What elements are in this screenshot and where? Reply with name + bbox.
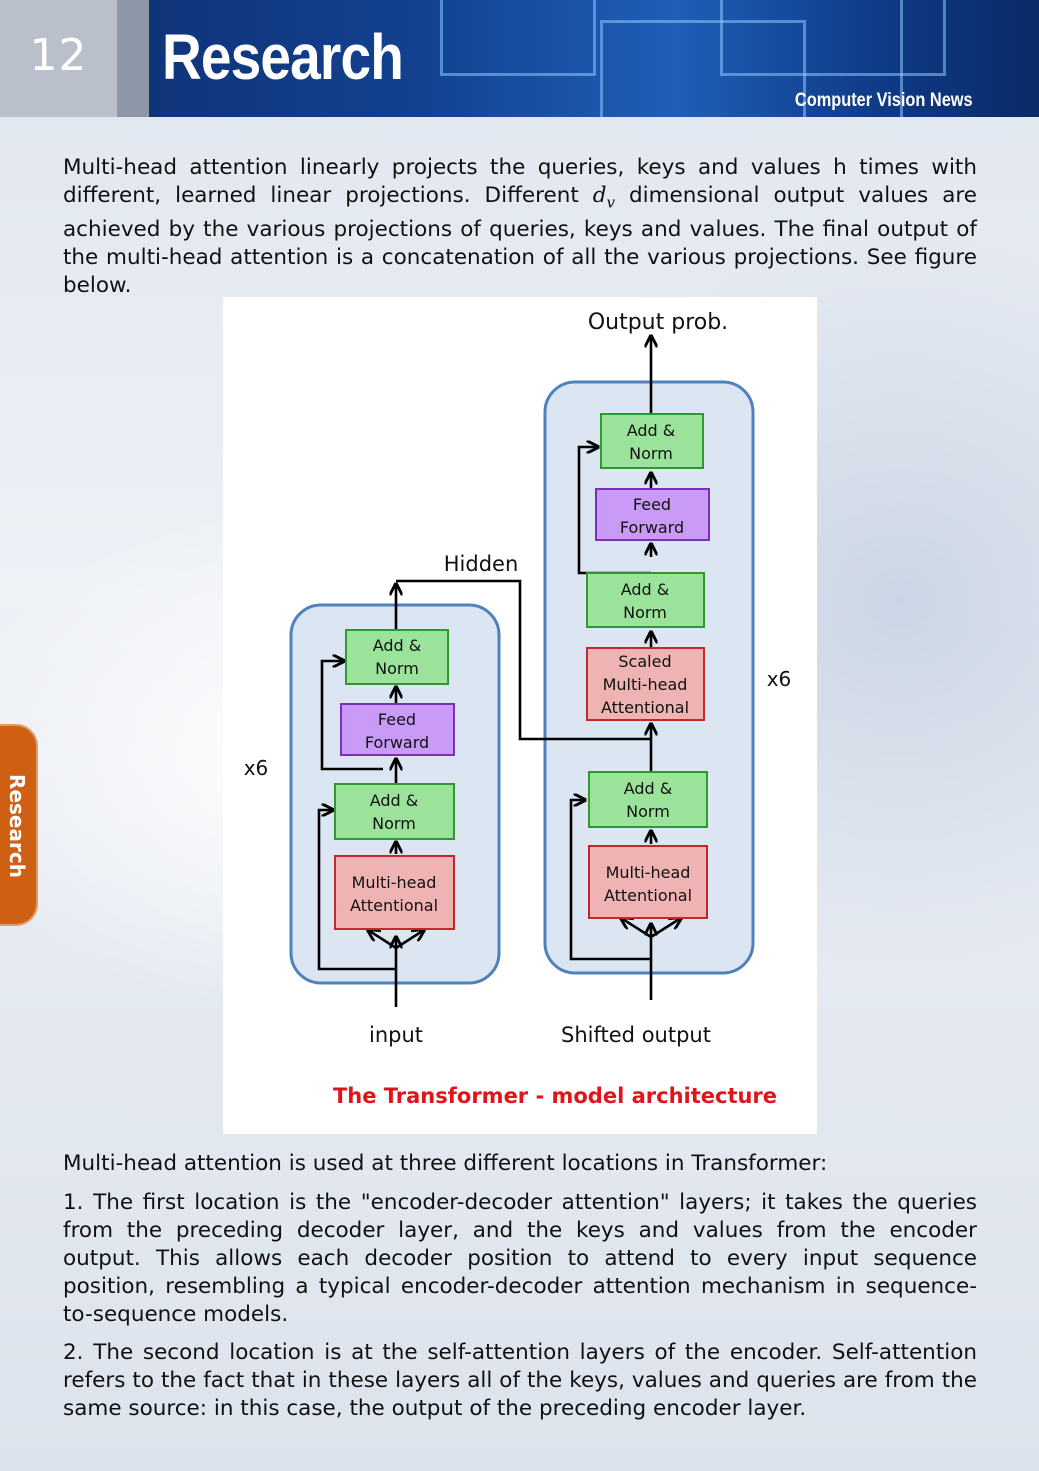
dv-symbol: d — [592, 183, 607, 208]
page-number-box: 12 — [0, 0, 117, 117]
page-number-shade — [117, 0, 149, 117]
decoder-add-norm-top-line1: Add & — [627, 421, 676, 440]
decoder-scaled-multihead-attention — [586, 647, 705, 721]
encoder-residual-arrow — [320, 661, 383, 771]
header-decoration — [600, 20, 806, 117]
page-number: 12 — [29, 30, 88, 81]
encoder-fan-arrow — [395, 930, 424, 950]
intro-text-2: dimensional output values are achieved b… — [63, 183, 977, 299]
dv-subscript: v — [606, 193, 615, 212]
header-decoration — [720, 0, 946, 76]
decoder-scaled-line1: Scaled — [618, 652, 671, 671]
decoder-feed-forward-line2: Forward — [620, 518, 684, 537]
decoder-add-norm-top-line2: Norm — [629, 444, 673, 463]
decoder-multihead-line2: Attentional — [604, 886, 692, 905]
decoder-add-norm-bottom — [588, 771, 708, 828]
locations-intro: Multi-head attention is used at three di… — [63, 1151, 828, 1176]
intro-text-1: Multi-head attention linearly projects t… — [63, 155, 977, 208]
decoder-fan-arrow — [621, 918, 652, 939]
input-label: input — [369, 1023, 423, 1047]
decoder-add-norm-mid-line1: Add & — [621, 580, 670, 599]
encoder-add-norm-bottom-line1: Add & — [370, 791, 419, 810]
page-header: 12 Research Computer Vision News — [0, 0, 1039, 117]
encoder-multihead-line2: Attentional — [350, 896, 438, 915]
decoder-fan-arrow — [650, 918, 681, 939]
header-decoration — [440, 0, 596, 76]
decoder-repeat-label: x6 — [767, 667, 792, 691]
decoder-scaled-line3: Attentional — [601, 698, 689, 717]
location-point-1: 1. The first location is the "encoder-de… — [63, 1190, 977, 1327]
encoder-add-norm-bottom — [334, 783, 455, 840]
decoder-multihead-attention — [588, 845, 708, 919]
encoder-repeat-label: x6 — [244, 756, 269, 780]
decoder-feed-forward — [595, 488, 710, 541]
encoder-fan-arrow — [368, 930, 397, 950]
decoder-add-norm-bottom-line1: Add & — [624, 779, 673, 798]
encoder-multihead-line1: Multi-head — [352, 873, 437, 892]
encoder-add-norm-top-line2: Norm — [375, 659, 419, 678]
encoder-add-norm-top-line1: Add & — [373, 636, 422, 655]
shifted-output-label: Shifted output — [561, 1023, 711, 1047]
decoder-add-norm-bottom-line2: Norm — [626, 802, 670, 821]
decoder-add-norm-mid-line2: Norm — [623, 603, 667, 622]
hidden-label: Hidden — [444, 552, 519, 576]
output-prob-label: Output prob. — [588, 310, 728, 335]
header-decoration — [900, 0, 1039, 117]
decoder-add-norm-top — [600, 413, 704, 469]
encoder-residual-arrow — [317, 810, 396, 971]
encoder-add-norm-bottom-line2: Norm — [372, 814, 416, 833]
figure-caption: The Transformer - model architecture — [333, 1084, 777, 1108]
decoder-add-norm-mid — [586, 572, 705, 628]
transformer-figure: Add & Norm Feed Forward Add & Norm Multi… — [223, 297, 817, 1134]
decoder-scaled-line2: Multi-head — [603, 675, 688, 694]
encoder-add-norm-top — [345, 629, 449, 685]
encoder-feed-forward-line1: Feed — [378, 710, 416, 729]
encoder-feed-forward — [340, 703, 455, 756]
transformer-diagram: Add & Norm Feed Forward Add & Norm Multi… — [244, 310, 792, 1108]
decoder-multihead-line1: Multi-head — [606, 863, 691, 882]
hidden-connection-line — [396, 579, 651, 741]
section-title: Research — [162, 21, 404, 93]
encoder-feed-forward-line2: Forward — [365, 733, 429, 752]
intro-paragraph: Multi-head attention linearly projects t… — [63, 154, 977, 300]
side-tab-label: Research — [5, 774, 29, 878]
magazine-name: Computer Vision News — [795, 90, 973, 111]
side-section-tab[interactable]: Research — [0, 724, 38, 926]
decoder-feed-forward-line1: Feed — [633, 495, 671, 514]
location-point-2: 2. The second location is at the self-at… — [63, 1340, 977, 1421]
decoder-residual-arrow — [569, 800, 651, 961]
encoder-multihead-attention — [334, 855, 455, 930]
